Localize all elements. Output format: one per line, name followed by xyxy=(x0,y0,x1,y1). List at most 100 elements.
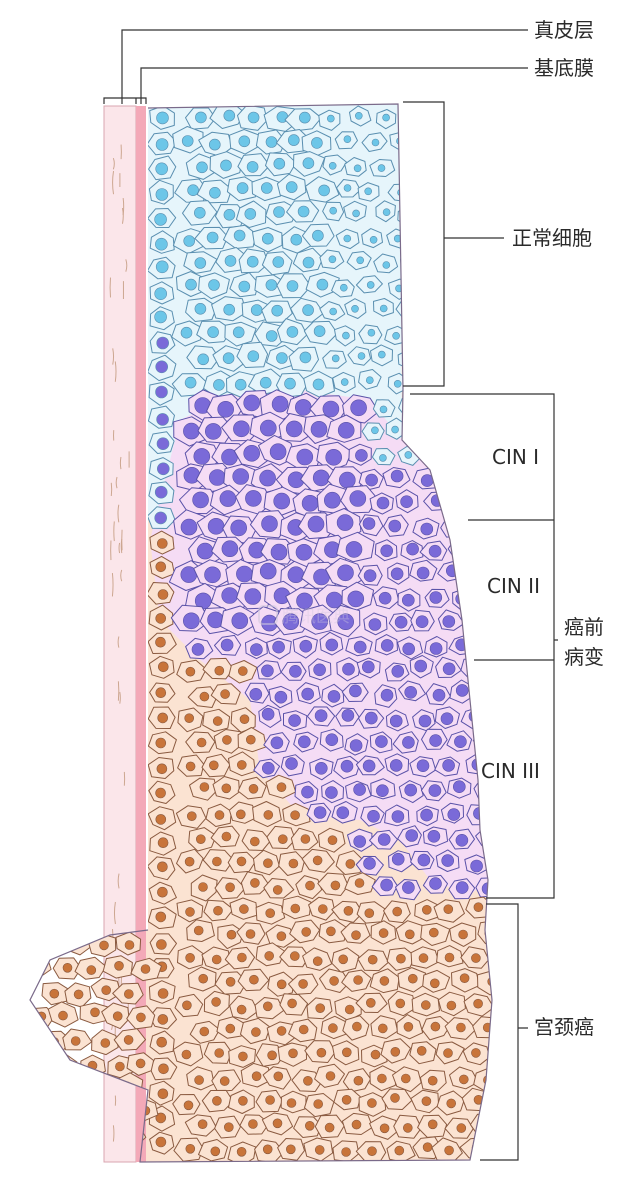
cell-nucleus xyxy=(196,737,207,748)
normal-cell xyxy=(478,252,492,273)
cell-nucleus xyxy=(341,1047,352,1058)
cell-nucleus xyxy=(325,638,339,652)
cell-nucleus xyxy=(314,761,328,775)
cell-nucleus xyxy=(211,954,222,965)
cell-nucleus xyxy=(187,184,199,196)
cell-nucleus xyxy=(209,469,226,486)
cell-nucleus xyxy=(470,378,479,387)
cell-nucleus xyxy=(245,929,256,939)
cell-nucleus xyxy=(391,852,405,866)
normal-cell xyxy=(463,419,486,438)
cell-nucleus xyxy=(473,472,487,486)
cell-nucleus xyxy=(287,998,297,1009)
cell-nucleus xyxy=(211,997,221,1007)
cell-nucleus xyxy=(394,1145,405,1156)
cell-nucleus xyxy=(379,976,390,986)
normal-cell xyxy=(450,106,474,128)
cell-nucleus xyxy=(222,352,235,365)
cell-nucleus xyxy=(305,880,315,891)
cell-nucleus xyxy=(155,636,166,648)
cell-nucleus xyxy=(114,960,124,971)
cell-nucleus xyxy=(329,976,339,986)
cell-nucleus xyxy=(421,904,432,915)
cell-nucleus xyxy=(265,136,278,148)
cell-nucleus xyxy=(288,1048,298,1059)
dermis-fiber xyxy=(114,361,117,382)
cell-nucleus xyxy=(276,931,287,942)
cell-nucleus xyxy=(298,979,308,989)
cell-nucleus xyxy=(403,1022,414,1032)
dermis-fiber xyxy=(115,476,118,489)
cell-nucleus xyxy=(395,998,406,1009)
cell-nucleus xyxy=(486,403,492,412)
normal-cell xyxy=(414,417,439,437)
cell-nucleus xyxy=(282,613,300,631)
cell-nucleus xyxy=(212,856,222,867)
cell-nucleus xyxy=(199,691,210,702)
cell-nucleus xyxy=(214,665,225,676)
cell-nucleus xyxy=(379,304,388,313)
cell-nucleus xyxy=(487,976,492,987)
cell-nucleus xyxy=(324,1122,335,1133)
cell-nucleus xyxy=(353,1075,364,1086)
cell-nucleus xyxy=(328,162,337,170)
cell-nucleus xyxy=(285,1144,296,1155)
cell-nucleus xyxy=(209,187,221,199)
dermis-fiber xyxy=(112,348,115,365)
cell-nucleus xyxy=(375,735,388,748)
cell-nucleus xyxy=(430,400,439,408)
cell-nucleus xyxy=(329,206,338,215)
cell-nucleus xyxy=(397,188,405,197)
cell-nucleus xyxy=(222,735,232,745)
cell-nucleus xyxy=(236,1147,247,1157)
cell-nucleus xyxy=(455,160,464,168)
cell-nucleus xyxy=(418,714,432,728)
cell-nucleus xyxy=(236,565,253,583)
dermis-fiber xyxy=(112,157,115,170)
dermis-fiber xyxy=(125,259,128,272)
cell-nucleus xyxy=(459,973,470,984)
cell-nucleus xyxy=(276,782,287,793)
cell-nucleus xyxy=(221,831,232,842)
cell-nucleus xyxy=(443,904,454,915)
cell-nucleus xyxy=(287,134,300,146)
cell-nucleus xyxy=(155,237,168,251)
cell-nucleus xyxy=(301,927,312,937)
cell-nucleus xyxy=(261,707,275,721)
cell-nucleus xyxy=(447,522,460,536)
cell-nucleus xyxy=(445,474,459,487)
cell-nucleus xyxy=(154,287,167,301)
precancer-bracket xyxy=(410,393,558,899)
cell-nucleus xyxy=(76,1081,87,1092)
normal-cell xyxy=(441,179,465,200)
cell-nucleus xyxy=(185,666,196,677)
cell-nucleus xyxy=(380,878,393,892)
cell-nucleus xyxy=(219,490,237,507)
cell-nucleus xyxy=(340,378,349,386)
cell-nucleus xyxy=(250,304,263,316)
cell-nucleus xyxy=(353,783,366,796)
cell-nucleus xyxy=(301,494,319,512)
cell-nucleus xyxy=(259,376,272,389)
cell-nucleus xyxy=(482,1022,492,1033)
cell-nucleus xyxy=(154,310,167,324)
cell-nucleus xyxy=(47,938,58,948)
cell-nucleus xyxy=(422,140,431,148)
cell-nucleus xyxy=(62,962,73,973)
basement-membrane xyxy=(136,106,146,1162)
cell-nucleus xyxy=(326,926,336,937)
cell-nucleus xyxy=(35,1058,46,1068)
cell-nucleus xyxy=(446,141,454,149)
normal-cell xyxy=(411,371,435,392)
cell-nucleus xyxy=(304,1121,315,1131)
cell-nucleus xyxy=(213,905,223,916)
cell-nucleus xyxy=(420,522,434,536)
cell-nucleus xyxy=(184,856,195,867)
cell-nucleus xyxy=(382,208,391,216)
cell-nucleus xyxy=(422,1142,433,1152)
cell-nucleus xyxy=(313,1099,324,1109)
normal-cell xyxy=(466,327,492,346)
cell-nucleus xyxy=(155,138,169,151)
cell-nucleus xyxy=(238,280,251,293)
cell-nucleus xyxy=(265,908,276,919)
